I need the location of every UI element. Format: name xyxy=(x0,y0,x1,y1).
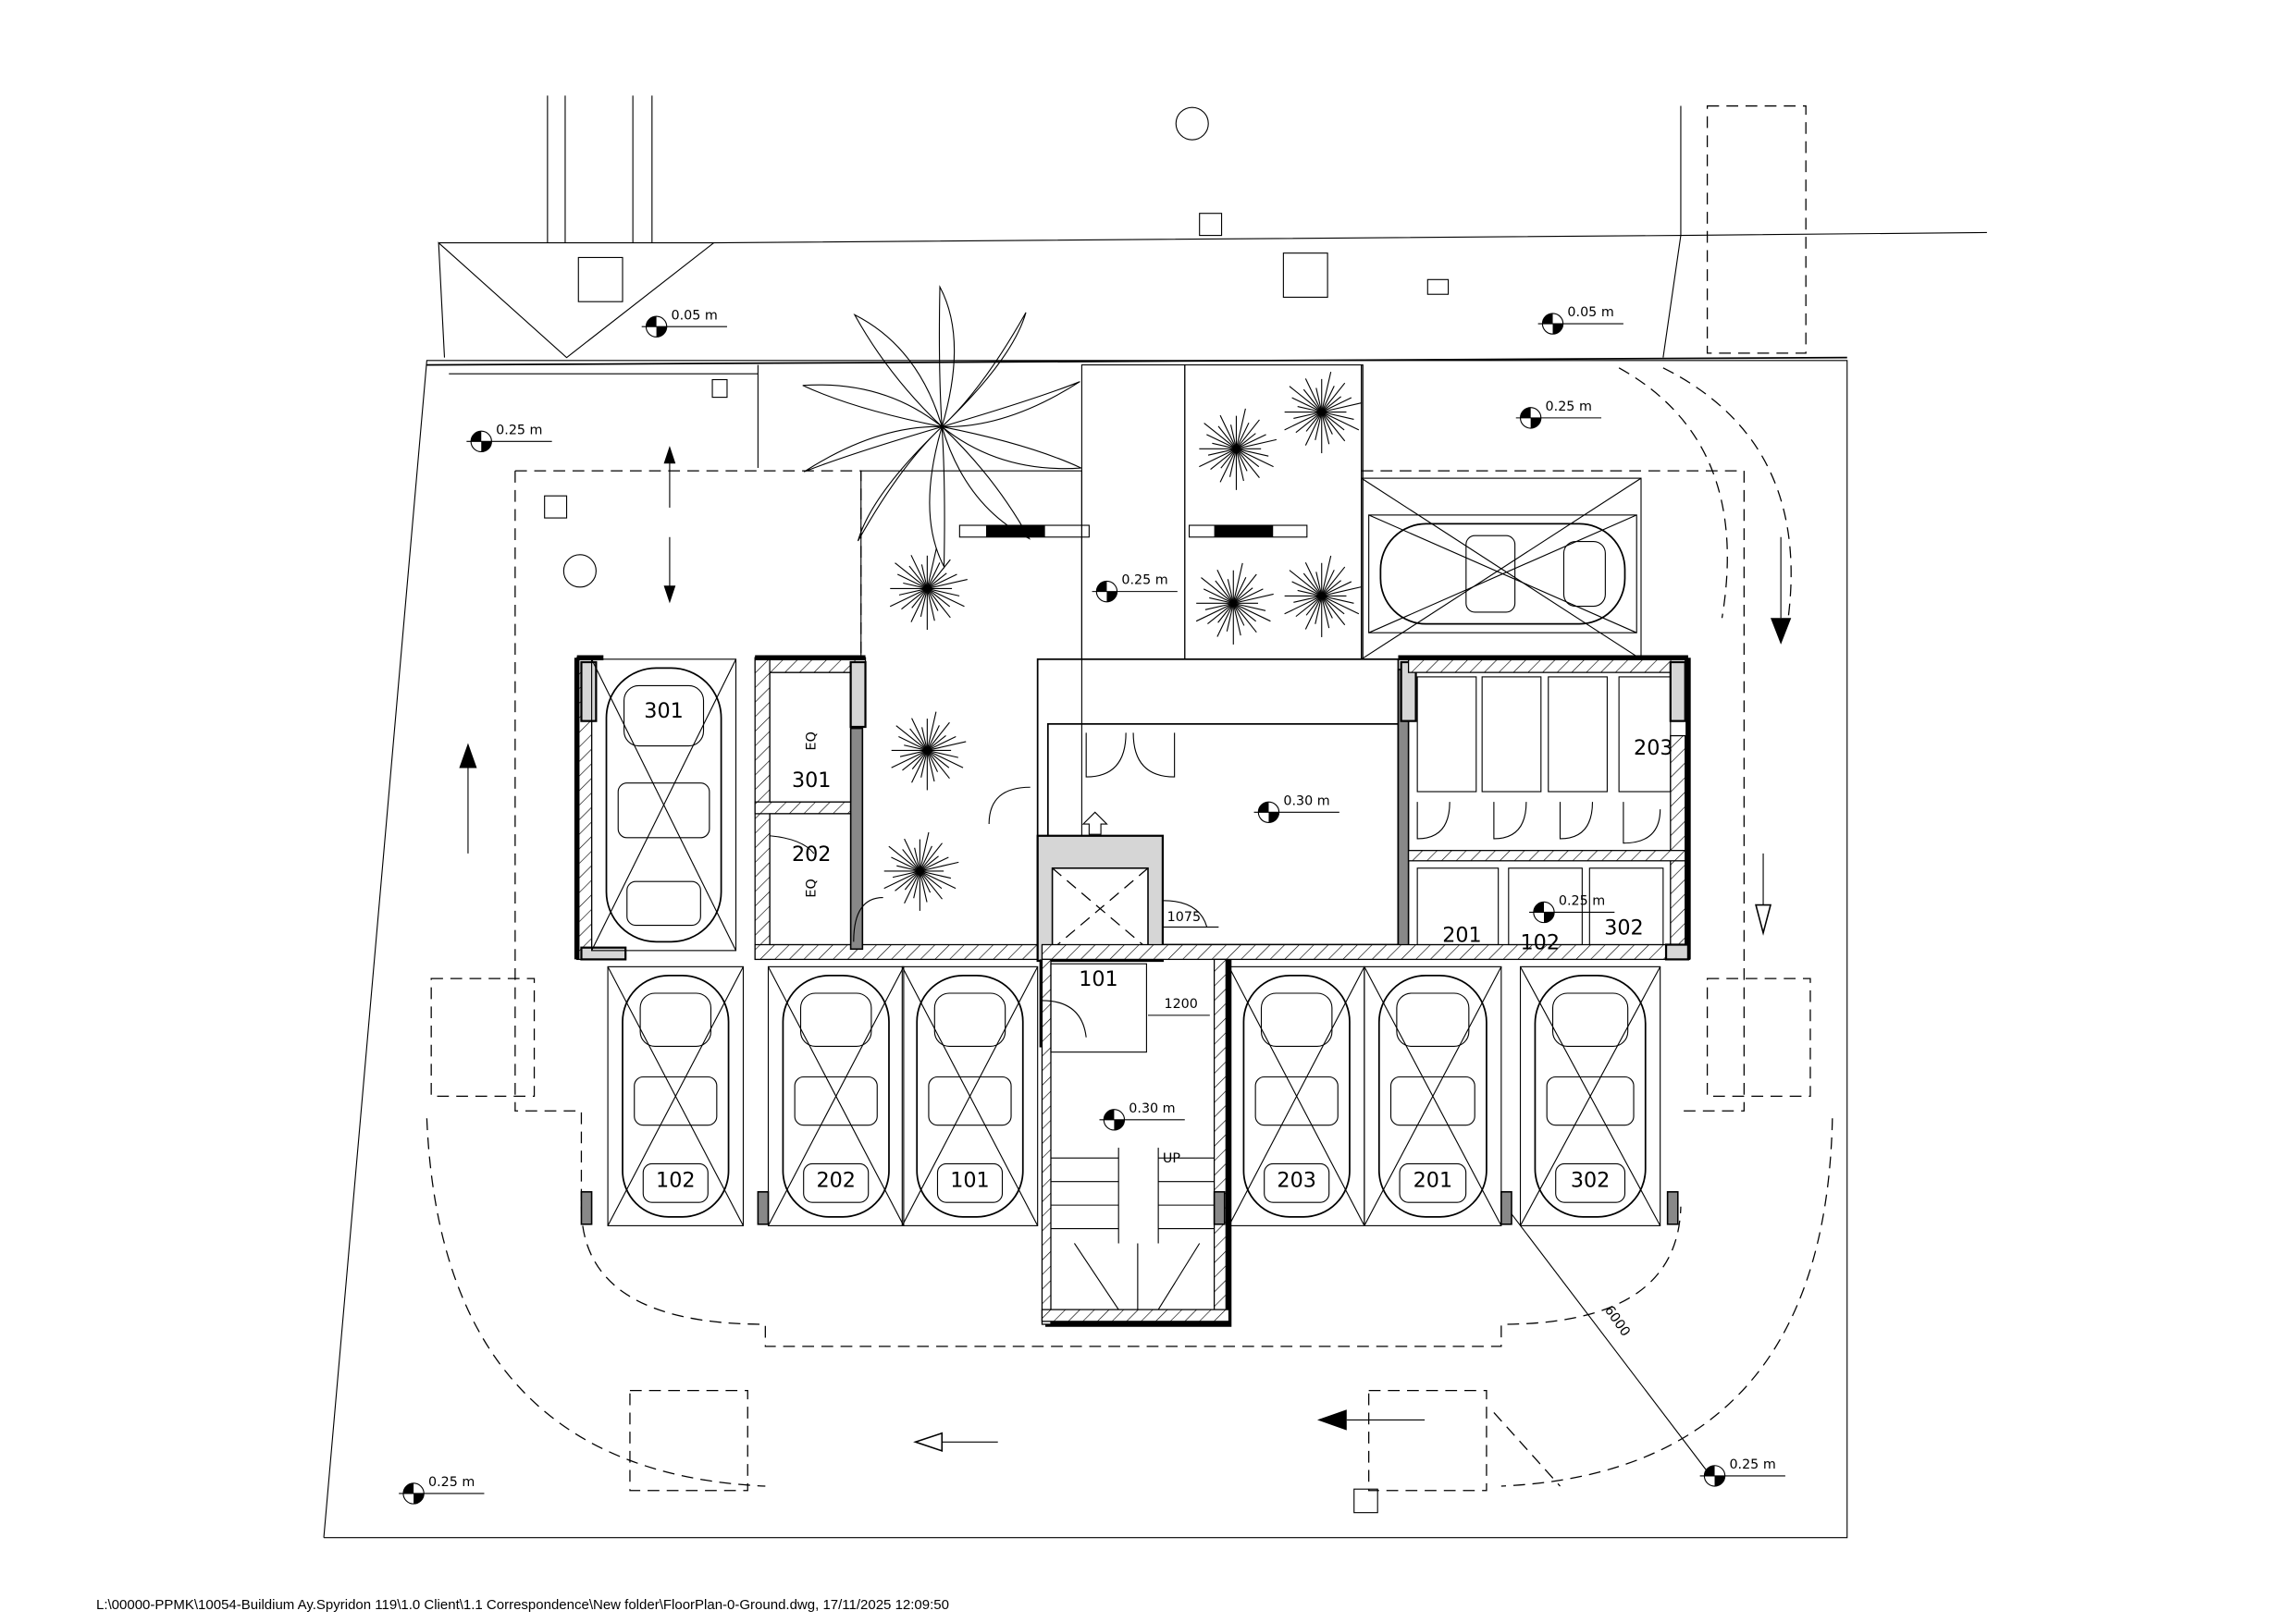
driveway-outline xyxy=(426,367,1833,1492)
tree-symbol xyxy=(1284,555,1363,637)
car-symbol xyxy=(782,975,890,1218)
storage-label-203: 203 xyxy=(1634,736,1673,760)
parking-bay-label: 202 xyxy=(816,1168,855,1192)
file-path-footer: L:\00000-PPMK\10054-Buildium Ay.Spyridon… xyxy=(96,1597,949,1613)
level-markers: 0.05 m 0.05 m 0.25 m 0.25 m 0.25 m 0.30 m 0.30… xyxy=(399,305,1785,1505)
level-value: 0.05 m xyxy=(672,308,718,323)
building-walls xyxy=(574,655,1691,1327)
car-symbol xyxy=(1534,975,1647,1218)
storage-label-101: 101 xyxy=(1079,967,1117,991)
storage-label-302: 302 xyxy=(1604,916,1643,940)
tree-symbol xyxy=(889,547,968,630)
stair-treads xyxy=(1050,1148,1215,1310)
level-marker: 0.25 m xyxy=(1529,894,1615,924)
level-value: 0.25 m xyxy=(1121,573,1167,588)
eq-label: EQ xyxy=(804,732,819,750)
tree-symbol xyxy=(1195,562,1274,645)
parking-bay: 301 xyxy=(591,658,737,952)
level-marker: 0.25 m xyxy=(1092,573,1178,603)
car-symbol xyxy=(605,667,722,943)
car-symbol xyxy=(1242,975,1351,1218)
parking-bay-label: 101 xyxy=(950,1168,989,1192)
parking-bay-label: 302 xyxy=(1571,1168,1610,1192)
tree-symbol xyxy=(1199,408,1278,490)
parking-bay: 102 xyxy=(607,965,745,1226)
parking-bay: 203 xyxy=(1228,965,1365,1226)
level-marker: 0.25 m xyxy=(466,423,552,453)
dimension-6000: 6000 xyxy=(1601,1303,1633,1339)
parking-bay xyxy=(1368,514,1637,633)
level-marker: 0.25 m xyxy=(399,1475,485,1505)
parking-bay-label: 201 xyxy=(1413,1168,1452,1192)
level-marker: 0.05 m xyxy=(1537,305,1623,335)
level-value: 0.30 m xyxy=(1129,1101,1175,1116)
level-value: 0.25 m xyxy=(428,1475,475,1490)
car-symbol xyxy=(622,975,730,1218)
parking-bay: 201 xyxy=(1364,965,1502,1226)
level-value: 0.25 m xyxy=(496,423,542,437)
parking-bay: 302 xyxy=(1519,965,1661,1226)
level-marker: 0.30 m xyxy=(1253,793,1339,823)
parking-bay-label: 301 xyxy=(644,699,683,723)
parking-bays: 301 102 202 101 203 201 302 xyxy=(591,514,1661,1226)
dimension-1200: 1200 xyxy=(1165,997,1198,1012)
tree-symbol xyxy=(883,831,959,911)
level-marker: 0.25 m xyxy=(1515,400,1602,429)
storage-label-102: 102 xyxy=(1521,930,1560,954)
site-boundary xyxy=(323,95,1987,1539)
car-symbol xyxy=(1379,523,1626,625)
parking-bay-label: 203 xyxy=(1277,1168,1315,1192)
level-value: 0.25 m xyxy=(1559,894,1605,909)
dimension-1075: 1075 xyxy=(1167,910,1201,925)
storage-label-202: 202 xyxy=(792,842,831,867)
level-marker: 0.30 m xyxy=(1099,1101,1185,1131)
storage-label-301: 301 xyxy=(792,768,831,793)
car-symbol xyxy=(1377,975,1487,1218)
level-value: 0.25 m xyxy=(1729,1457,1775,1472)
parking-bay-label: 102 xyxy=(656,1168,695,1192)
traffic-arrows xyxy=(459,446,1792,1452)
level-value: 0.30 m xyxy=(1283,793,1329,808)
tree-symbol xyxy=(1284,371,1363,454)
eq-label: EQ xyxy=(804,879,819,897)
garden-areas xyxy=(802,285,1642,950)
palm-tree-symbol xyxy=(802,285,1081,569)
stair-up-label: UP xyxy=(1163,1151,1180,1166)
level-marker: 0.25 m xyxy=(1699,1457,1785,1487)
parking-bay: 202 xyxy=(767,965,905,1226)
parking-bay: 101 xyxy=(901,965,1039,1226)
level-marker: 0.05 m xyxy=(641,308,727,338)
level-value: 0.25 m xyxy=(1546,400,1592,414)
car-symbol xyxy=(916,975,1024,1218)
storage-label-201: 201 xyxy=(1442,923,1481,947)
tree-symbol xyxy=(891,711,967,791)
level-value: 0.05 m xyxy=(1567,305,1613,320)
